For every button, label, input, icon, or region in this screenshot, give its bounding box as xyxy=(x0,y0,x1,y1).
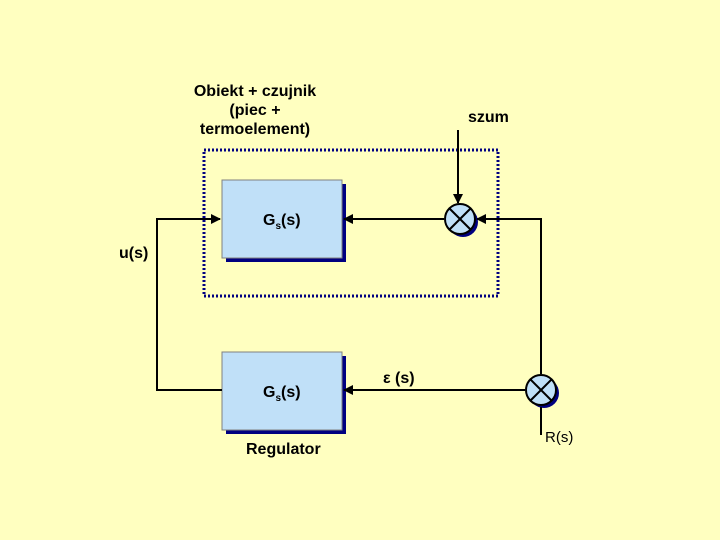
error-symbol: ε xyxy=(383,370,391,387)
reference-label: R(s) xyxy=(545,429,574,446)
reference-to-noise-junction-path xyxy=(476,214,542,374)
plant-tf-name: G xyxy=(263,212,276,229)
noise-label: szum xyxy=(468,109,509,126)
plant-block xyxy=(221,179,343,259)
error-arg: (s) xyxy=(395,370,415,387)
control-signal-path xyxy=(156,214,222,391)
controller-tf-arg: (s) xyxy=(281,384,301,401)
plant-transfer-function: Gs(s) xyxy=(263,212,301,232)
plant-tf-arg: (s) xyxy=(281,212,301,229)
noise-junction-cross-b xyxy=(448,207,472,231)
reference-junction-cross-b xyxy=(529,378,553,402)
object-label: Obiekt + czujnik (piec + termoelement) xyxy=(170,82,340,139)
control-signal-label: u(s) xyxy=(119,245,149,262)
object-label-line2: (piec + xyxy=(229,102,281,119)
controller-tf-name: G xyxy=(263,384,276,401)
object-label-line3: termoelement) xyxy=(199,121,311,138)
object-label-line1: Obiekt + czujnik xyxy=(193,83,317,100)
plant-tf-sub: s xyxy=(275,221,282,233)
error-label: ε (s) xyxy=(383,369,415,388)
regulator-label: Regulator xyxy=(246,441,321,458)
controller-transfer-function: Gs(s) xyxy=(263,384,301,404)
controller-tf-sub: s xyxy=(275,393,282,405)
